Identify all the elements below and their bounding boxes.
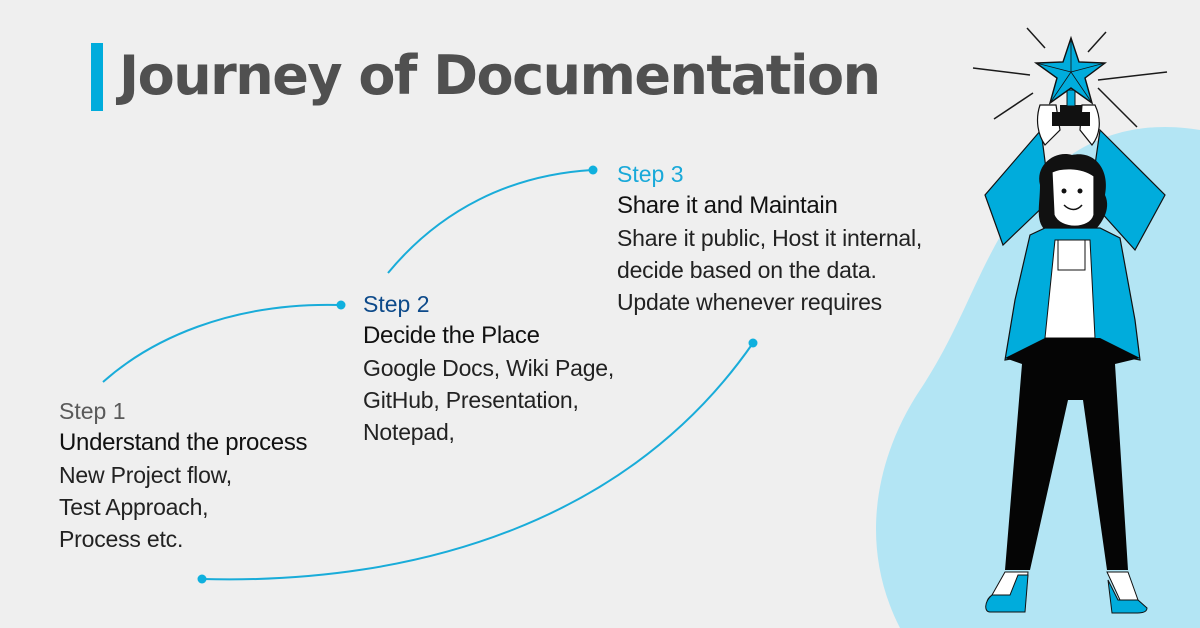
step-label: Step 3 [617,161,684,187]
step-description-line: Update whenever requires [617,289,882,315]
step-label: Step 1 [59,398,126,424]
step-label: Step 2 [363,291,430,317]
step-description-line: Test Approach, [59,494,209,520]
connector-step1-to-step2 [102,303,341,383]
step-heading: Understand the process [59,429,308,456]
connector-step2-to-step3 [387,169,593,274]
step-heading: Decide the Place [363,322,540,349]
step-heading: Share it and Maintain [617,192,838,219]
step-1-card: Step 1 Understand the process New Projec… [59,395,308,555]
step-description-line: New Project flow, [59,462,232,488]
node-dot-step2 [336,300,346,310]
step-description-line: Share it public, Host it internal, [617,225,923,251]
step-3-card: Step 3 Share it and Maintain Share it pu… [617,158,922,318]
step-description-line: GitHub, Presentation, [363,387,579,413]
title-accent-bar [91,43,103,111]
connector-return [201,342,754,581]
node-dot-return-start [197,574,207,584]
node-dot-return-end [748,338,758,348]
step-description-line: decide based on the data. [617,257,877,283]
star-trophy-icon [1033,35,1107,126]
sparkle-lines-icon [972,27,1168,128]
step-description-line: Google Docs, Wiki Page, [363,355,615,381]
step-description-line: Notepad, [363,419,455,445]
node-dot-step3 [588,165,598,175]
step-description-line: Process etc. [59,526,184,552]
page-title: Journey of Documentation [119,44,881,107]
step-2-card: Step 2 Decide the Place Google Docs, Wik… [363,288,614,448]
